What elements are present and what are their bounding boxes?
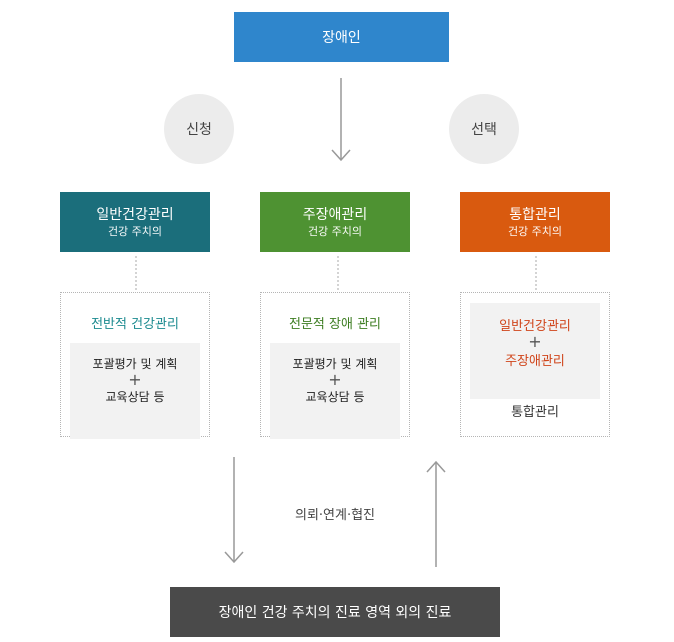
category-title: 통합관리: [509, 206, 561, 223]
card-inner-box: 일반건강관리 + 주장애관리: [470, 303, 600, 399]
inner-line-1: 포괄평가 및 계획: [92, 357, 178, 371]
card-heading: 전문적 장애 관리: [289, 317, 381, 332]
category-subtitle: 건강 주치의: [507, 224, 563, 238]
category-title: 일반건강관리: [96, 206, 174, 223]
inner-line-2: 교육상담 등: [105, 390, 165, 404]
referral-up-arrow-head: [426, 460, 446, 473]
category-subtitle: 건강 주치의: [307, 224, 363, 238]
referral-down-arrow-head: [224, 551, 244, 564]
card-main-disability: 전문적 장애 관리 포괄평가 및 계획 + 교육상담 등: [260, 292, 410, 439]
apply-circle: 신청: [164, 94, 234, 164]
card-heading: 전반적 건강관리: [91, 317, 179, 332]
card-integrated: 일반건강관리 + 주장애관리 통합관리: [460, 292, 610, 437]
category-general-health: 일반건강관리 건강 주치의: [60, 192, 210, 252]
card-general-health: 전반적 건강관리 포괄평가 및 계획 + 교육상담 등: [60, 292, 210, 439]
inner-line-1: 일반건강관리: [499, 319, 571, 334]
category-title: 주장애관리: [302, 206, 368, 223]
plus-sign: +: [128, 370, 142, 389]
inner-line-2: 교육상담 등: [305, 390, 365, 404]
inner-line-2: 주장애관리: [505, 354, 565, 369]
down-arrow-head: [331, 149, 351, 162]
card-inner-box: 포괄평가 및 계획 + 교육상담 등: [270, 343, 400, 439]
bottom-node-outside-care: 장애인 건강 주치의 진료 영역 외의 진료: [170, 587, 500, 637]
category-subtitle: 건강 주치의: [107, 224, 163, 238]
inner-line-1: 포괄평가 및 계획: [292, 357, 378, 371]
referral-label: 의뢰·연계·협진: [294, 508, 376, 523]
select-circle: 선택: [449, 94, 519, 164]
plus-sign: +: [528, 332, 542, 351]
top-node-disabled-person: 장애인: [234, 12, 449, 62]
plus-sign: +: [328, 370, 342, 389]
card-footer: 통합관리: [511, 405, 559, 420]
category-integrated: 통합관리 건강 주치의: [460, 192, 610, 252]
card-inner-box: 포괄평가 및 계획 + 교육상담 등: [70, 343, 200, 439]
category-main-disability: 주장애관리 건강 주치의: [260, 192, 410, 252]
